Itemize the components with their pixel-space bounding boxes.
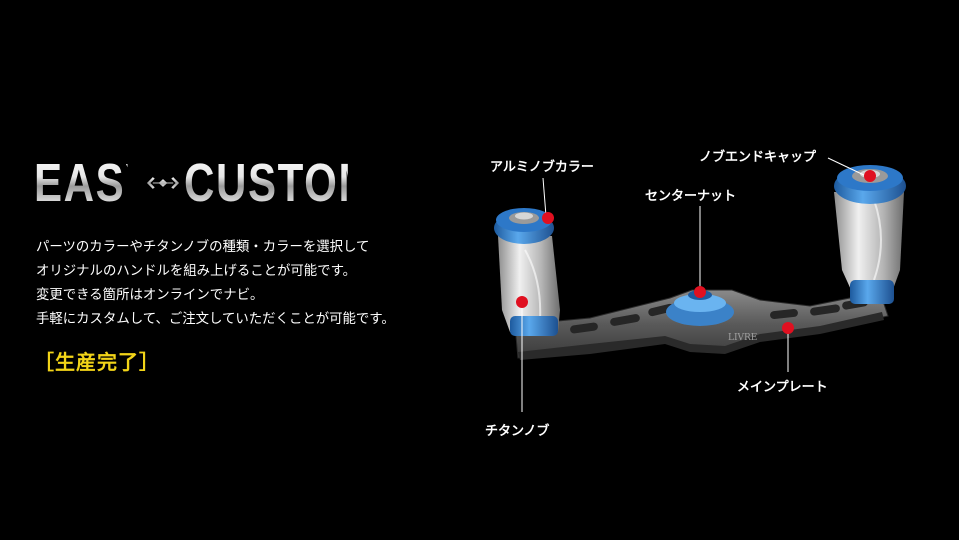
description-line: パーツのカラーやチタンノブの種類・カラーを選択して	[36, 240, 370, 255]
reel-handle-image: LIVRE	[494, 157, 906, 412]
easy-custom-logo: EASY CUSTOM	[34, 152, 394, 214]
description-line: 変更できる箇所はオンラインでナビ。	[36, 288, 264, 303]
marker-center-nut	[694, 286, 706, 298]
description-text: パーツのカラーやチタンノブの種類・カラーを選択して オリジナルのハンドルを組み上…	[36, 236, 456, 332]
plate-brand-text: LIVRE	[728, 333, 757, 343]
callout-main-plate: メインプレート	[737, 380, 828, 395]
marker-main-plate	[782, 322, 794, 334]
callout-titanium-knob: チタンノブ	[485, 424, 550, 439]
callout-aluminum-knob-color: アルミノブカラー	[490, 160, 594, 175]
left-knob	[494, 208, 560, 336]
marker-aluminum-knob-color	[542, 212, 554, 224]
production-ended-label: ［生産完了］	[34, 350, 160, 374]
double-arrow-icon	[146, 177, 180, 189]
description-line: 手軽にカスタムして、ご注文していただくことが可能です。	[36, 312, 395, 327]
logo-word-easy: EASY	[34, 153, 155, 213]
callout-markers	[516, 170, 876, 334]
leader-lines	[521, 157, 867, 412]
marker-knob-end-cap	[864, 170, 876, 182]
callout-center-nut: センターナット	[645, 189, 737, 204]
description-line: オリジナルのハンドルを組み上げることが可能です。	[36, 264, 357, 279]
right-knob	[834, 165, 906, 304]
logo-word-custom: CUSTOM	[184, 153, 376, 213]
marker-titanium-knob	[516, 296, 528, 308]
callout-knob-end-cap: ノブエンドキャップ	[699, 150, 817, 165]
